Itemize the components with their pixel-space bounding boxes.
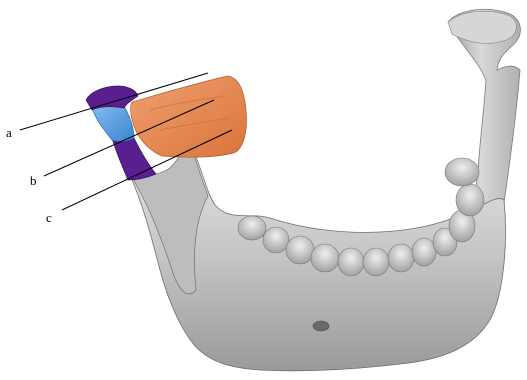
label-a: a: [6, 126, 12, 139]
orange-graft: [131, 76, 247, 157]
mental-foramen: [313, 321, 329, 331]
purple-cap: [86, 86, 138, 110]
blue-condyle: [92, 105, 134, 142]
label-c: c: [46, 211, 52, 224]
label-b: b: [30, 174, 37, 187]
